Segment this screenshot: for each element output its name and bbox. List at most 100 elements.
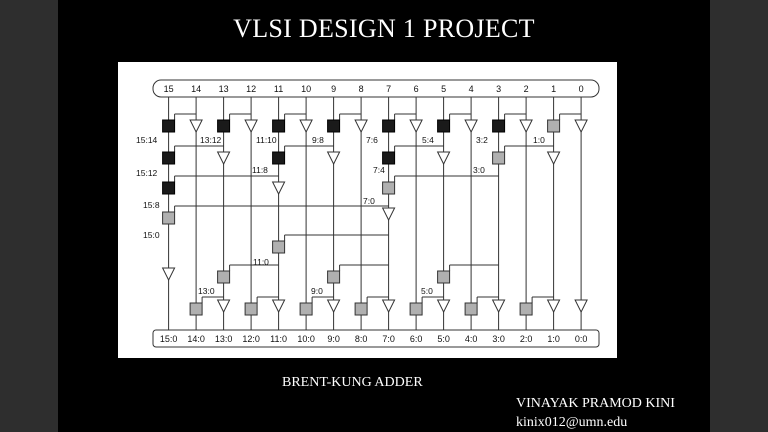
- gray-cell: [492, 151, 506, 165]
- diagram-label: 9:8: [312, 135, 324, 145]
- diagram-label: 11:10: [256, 135, 277, 145]
- buffer-triangle: [464, 119, 478, 134]
- cells: [152, 79, 600, 348]
- output-bit-label: 9:0: [327, 334, 340, 344]
- gray-cell: [327, 270, 341, 284]
- diagram-label: 5:0: [421, 286, 433, 296]
- output-bit-label: 10:0: [297, 334, 315, 344]
- black-cell: [382, 119, 396, 133]
- output-bit-label: 8:0: [355, 334, 368, 344]
- input-bit-label: 13: [219, 84, 229, 94]
- diagram-label: 15:12: [136, 168, 158, 178]
- gray-cell: [299, 302, 313, 316]
- diagram-label: 13:12: [200, 135, 222, 145]
- input-bit-label: 10: [301, 84, 311, 94]
- output-bit-label: 7:0: [382, 334, 395, 344]
- input-bit-label: 11: [274, 84, 283, 94]
- output-bit-label: 3:0: [492, 334, 505, 344]
- input-bit-label: 12: [246, 84, 256, 94]
- right-margin: [710, 0, 768, 432]
- input-bit-label: 0: [579, 84, 584, 94]
- output-bit-label: 14:0: [187, 334, 205, 344]
- black-cell: [162, 181, 176, 195]
- gray-cell: [354, 302, 368, 316]
- buffer-triangle: [244, 119, 258, 134]
- input-bit-label: 9: [331, 84, 336, 94]
- input-bit-label: 3: [496, 84, 501, 94]
- output-bit-label: 11:0: [270, 334, 287, 344]
- author-email: kinix012@umn.edu: [516, 415, 628, 430]
- buffer-triangle: [574, 119, 588, 134]
- black-cell: [217, 119, 231, 133]
- buffer-triangle: [271, 181, 286, 196]
- output-bit-label: 2:0: [520, 334, 533, 344]
- buffer-triangle: [519, 119, 533, 134]
- buffer-triangle: [326, 151, 341, 166]
- left-margin: [0, 0, 58, 432]
- output-bit-label: 12:0: [242, 334, 260, 344]
- buffer-triangle: [436, 151, 451, 166]
- black-cell: [162, 119, 176, 133]
- gray-cell: [382, 181, 396, 195]
- input-bit-label: 5: [441, 84, 446, 94]
- black-cell: [272, 119, 286, 133]
- diagram-label: 11:8: [252, 165, 268, 175]
- buffer-triangle: [216, 151, 231, 166]
- buffer-triangle: [574, 299, 588, 314]
- output-bit-label: 15:0: [160, 334, 178, 344]
- input-bit-label: 2: [524, 84, 529, 94]
- output-bit-label: 1:0: [547, 334, 560, 344]
- diagram-label: 11:0: [253, 257, 269, 267]
- gray-cell: [409, 302, 423, 316]
- buffer-triangle: [161, 267, 176, 282]
- diagram-label: 7:4: [373, 165, 385, 175]
- black-cell: [162, 151, 176, 165]
- diagram-label: 7:0: [363, 196, 375, 206]
- output-bit-label: 6:0: [410, 334, 423, 344]
- diagram-label: 15:14: [136, 135, 158, 145]
- input-bus: [152, 79, 600, 98]
- buffer-triangle: [299, 119, 313, 134]
- output-bit-label: 0:0: [575, 334, 588, 344]
- buffer-triangle: [381, 207, 396, 222]
- diagram-label: 1:0: [533, 135, 545, 145]
- diagram-label: 3:0: [473, 165, 485, 175]
- buffer-triangle: [326, 299, 341, 314]
- author-name: VINAYAK PRAMOD KINI: [516, 396, 675, 411]
- gray-cell: [162, 211, 176, 225]
- buffer-triangle: [546, 299, 561, 314]
- output-bus: [152, 329, 600, 348]
- input-bit-label: 15: [164, 84, 174, 94]
- buffer-triangle: [436, 299, 451, 314]
- diagram-label: 9:0: [311, 286, 323, 296]
- gray-cell: [189, 302, 203, 316]
- buffer-triangle: [354, 119, 368, 134]
- input-bit-label: 4: [469, 84, 474, 94]
- buffer-triangle: [409, 119, 423, 134]
- slide-title: VLSI DESIGN 1 PROJECT: [233, 14, 535, 43]
- gray-cell: [217, 270, 231, 284]
- input-bit-label: 7: [386, 84, 391, 94]
- buffer-triangle: [546, 151, 561, 166]
- black-cell: [272, 151, 286, 165]
- black-cell: [327, 119, 341, 133]
- gray-cell: [272, 240, 286, 254]
- diagram-caption: BRENT-KUNG ADDER: [282, 375, 423, 390]
- input-bit-label: 14: [191, 84, 201, 94]
- diagram-label: 5:4: [422, 135, 434, 145]
- buffer-triangle: [271, 299, 286, 314]
- input-bit-label: 8: [359, 84, 364, 94]
- buffer-triangle: [491, 299, 506, 314]
- buffer-triangle: [189, 119, 203, 134]
- diagram-label: 15:0: [143, 230, 160, 240]
- diagram-label: 7:6: [366, 135, 378, 145]
- output-bit-label: 4:0: [465, 334, 478, 344]
- diagram-label: 3:2: [476, 135, 488, 145]
- gray-cell: [547, 119, 561, 133]
- output-bit-label: 13:0: [215, 334, 233, 344]
- gray-cell: [519, 302, 533, 316]
- gray-cell: [437, 270, 451, 284]
- black-cell: [382, 151, 396, 165]
